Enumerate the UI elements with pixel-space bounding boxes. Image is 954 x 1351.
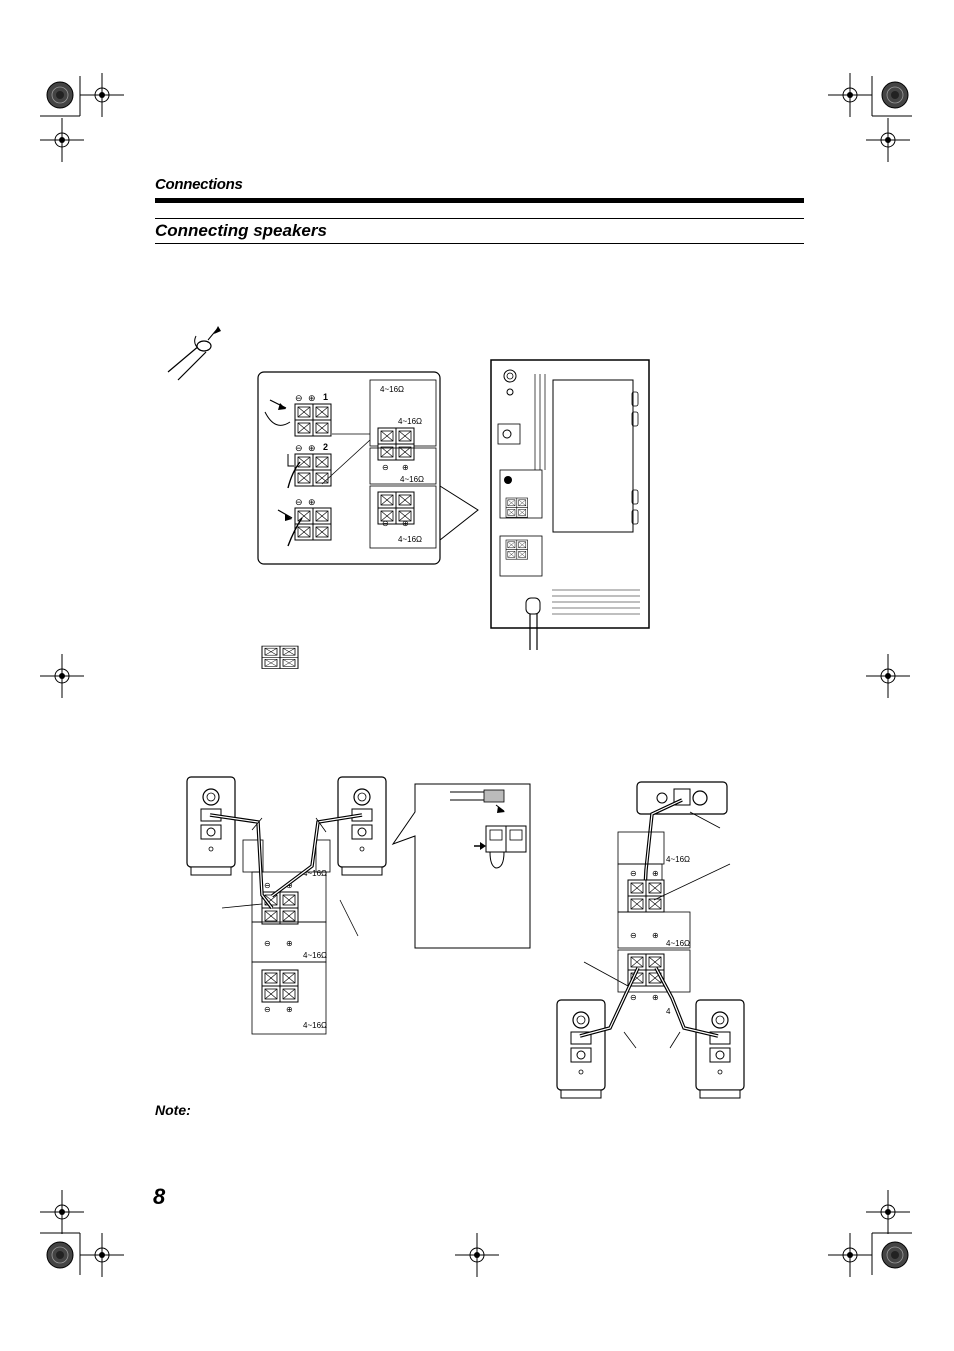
registration-marks (39, 72, 912, 1278)
page-title: Connecting speakers (155, 221, 327, 240)
front-speakers-diagram: 4~16Ω ⊖ ⊕ ⊖ ⊕ 4~16Ω ⊖ ⊕ 4~16Ω (186, 645, 387, 1035)
svg-text:⊖: ⊖ (264, 881, 271, 890)
svg-text:4~16Ω: 4~16Ω (380, 385, 404, 394)
svg-text:4~16Ω: 4~16Ω (303, 869, 327, 878)
svg-text:2: 2 (323, 442, 328, 452)
section-label: Connections (155, 176, 243, 193)
svg-text:⊕: ⊕ (402, 463, 409, 472)
svg-text:⊖: ⊖ (382, 519, 389, 528)
svg-text:4~16Ω: 4~16Ω (398, 535, 422, 544)
svg-text:⊕: ⊕ (652, 931, 659, 940)
svg-text:4: 4 (666, 1007, 671, 1016)
svg-text:⊖: ⊖ (264, 1005, 271, 1014)
page-number: 8 (153, 1184, 166, 1209)
svg-text:⊕: ⊕ (308, 497, 316, 507)
svg-text:4~16Ω: 4~16Ω (303, 1021, 327, 1030)
svg-text:4~16Ω: 4~16Ω (398, 417, 422, 426)
header-rule-thick (155, 198, 804, 203)
svg-text:⊕: ⊕ (308, 443, 316, 453)
title-rule-top (155, 218, 804, 219)
svg-text:⊕: ⊕ (286, 1005, 293, 1014)
wire-twist-illustration (167, 326, 221, 381)
svg-text:4~16Ω: 4~16Ω (303, 951, 327, 960)
svg-text:⊖: ⊖ (630, 931, 637, 940)
note-label: Note: (155, 1102, 191, 1118)
svg-text:⊖: ⊖ (264, 939, 271, 948)
title-rule-bottom (155, 243, 804, 244)
svg-text:4~16Ω: 4~16Ω (666, 939, 690, 948)
svg-text:⊕: ⊕ (286, 939, 293, 948)
svg-text:⊕: ⊕ (652, 993, 659, 1002)
svg-text:1: 1 (323, 392, 328, 402)
svg-text:⊖: ⊖ (295, 497, 303, 507)
svg-text:⊖: ⊖ (630, 869, 637, 878)
svg-text:⊕: ⊕ (402, 519, 409, 528)
callout-wire-insert (391, 783, 531, 949)
svg-text:⊖: ⊖ (295, 443, 303, 453)
unit-rear-panel (490, 359, 650, 650)
svg-text:⊕: ⊕ (308, 393, 316, 403)
svg-text:⊕: ⊕ (652, 869, 659, 878)
svg-text:⊕: ⊕ (286, 881, 293, 890)
svg-text:⊖: ⊖ (295, 393, 303, 403)
svg-text:4~16Ω: 4~16Ω (400, 475, 424, 484)
svg-text:⊖: ⊖ (382, 463, 389, 472)
svg-text:⊖: ⊖ (630, 993, 637, 1002)
terminal-steps-panel: ⊖ ⊕ 1 ⊖ ⊕ 2 ⊖ ⊕ 3 4~16Ω 4~16Ω ⊖ ⊕ 4~16Ω … (257, 371, 479, 565)
center-surround-diagram: 4~16Ω ⊖ ⊕ ⊖ ⊕ 4~16Ω ⊖ ⊕ 4 (556, 781, 745, 1099)
svg-text:4~16Ω: 4~16Ω (666, 855, 690, 864)
